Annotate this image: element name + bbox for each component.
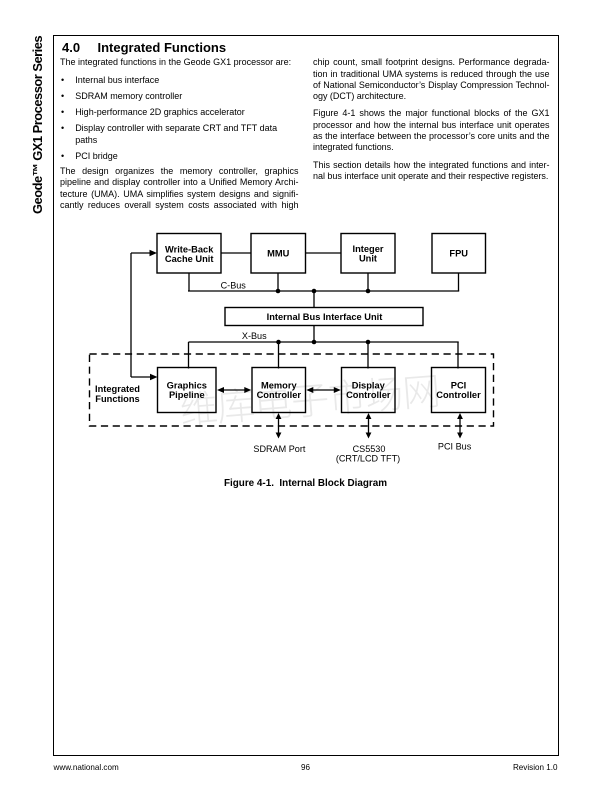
svg-text:SDRAM Port: SDRAM Port: [253, 444, 306, 454]
svg-text:Cache Unit: Cache Unit: [165, 254, 214, 264]
svg-text:Controller: Controller: [346, 390, 391, 400]
svg-text:PCI Bus: PCI Bus: [438, 441, 472, 451]
svg-text:MMU: MMU: [267, 249, 289, 259]
svg-text:Internal Bus Interface Unit: Internal Bus Interface Unit: [267, 312, 383, 322]
svg-text:Memory: Memory: [261, 381, 297, 391]
svg-text:C-Bus: C-Bus: [221, 281, 247, 291]
svg-text:CS5530: CS5530: [353, 444, 386, 454]
svg-text:FPU: FPU: [449, 249, 468, 259]
svg-text:Display: Display: [352, 381, 386, 391]
svg-text:(CRT/LCD TFT): (CRT/LCD TFT): [336, 454, 400, 464]
svg-text:Controller: Controller: [257, 390, 302, 400]
svg-text:Unit: Unit: [359, 254, 377, 264]
svg-text:Functions: Functions: [95, 394, 139, 404]
svg-text:X-Bus: X-Bus: [242, 331, 267, 341]
svg-text:Controller: Controller: [436, 390, 481, 400]
svg-text:Integrated: Integrated: [95, 384, 140, 394]
svg-text:Write-Back: Write-Back: [165, 244, 214, 254]
svg-text:Integer: Integer: [353, 244, 384, 254]
svg-text:Graphics: Graphics: [167, 381, 207, 391]
svg-text:PCI: PCI: [451, 381, 467, 391]
svg-text:Pipeline: Pipeline: [169, 390, 205, 400]
